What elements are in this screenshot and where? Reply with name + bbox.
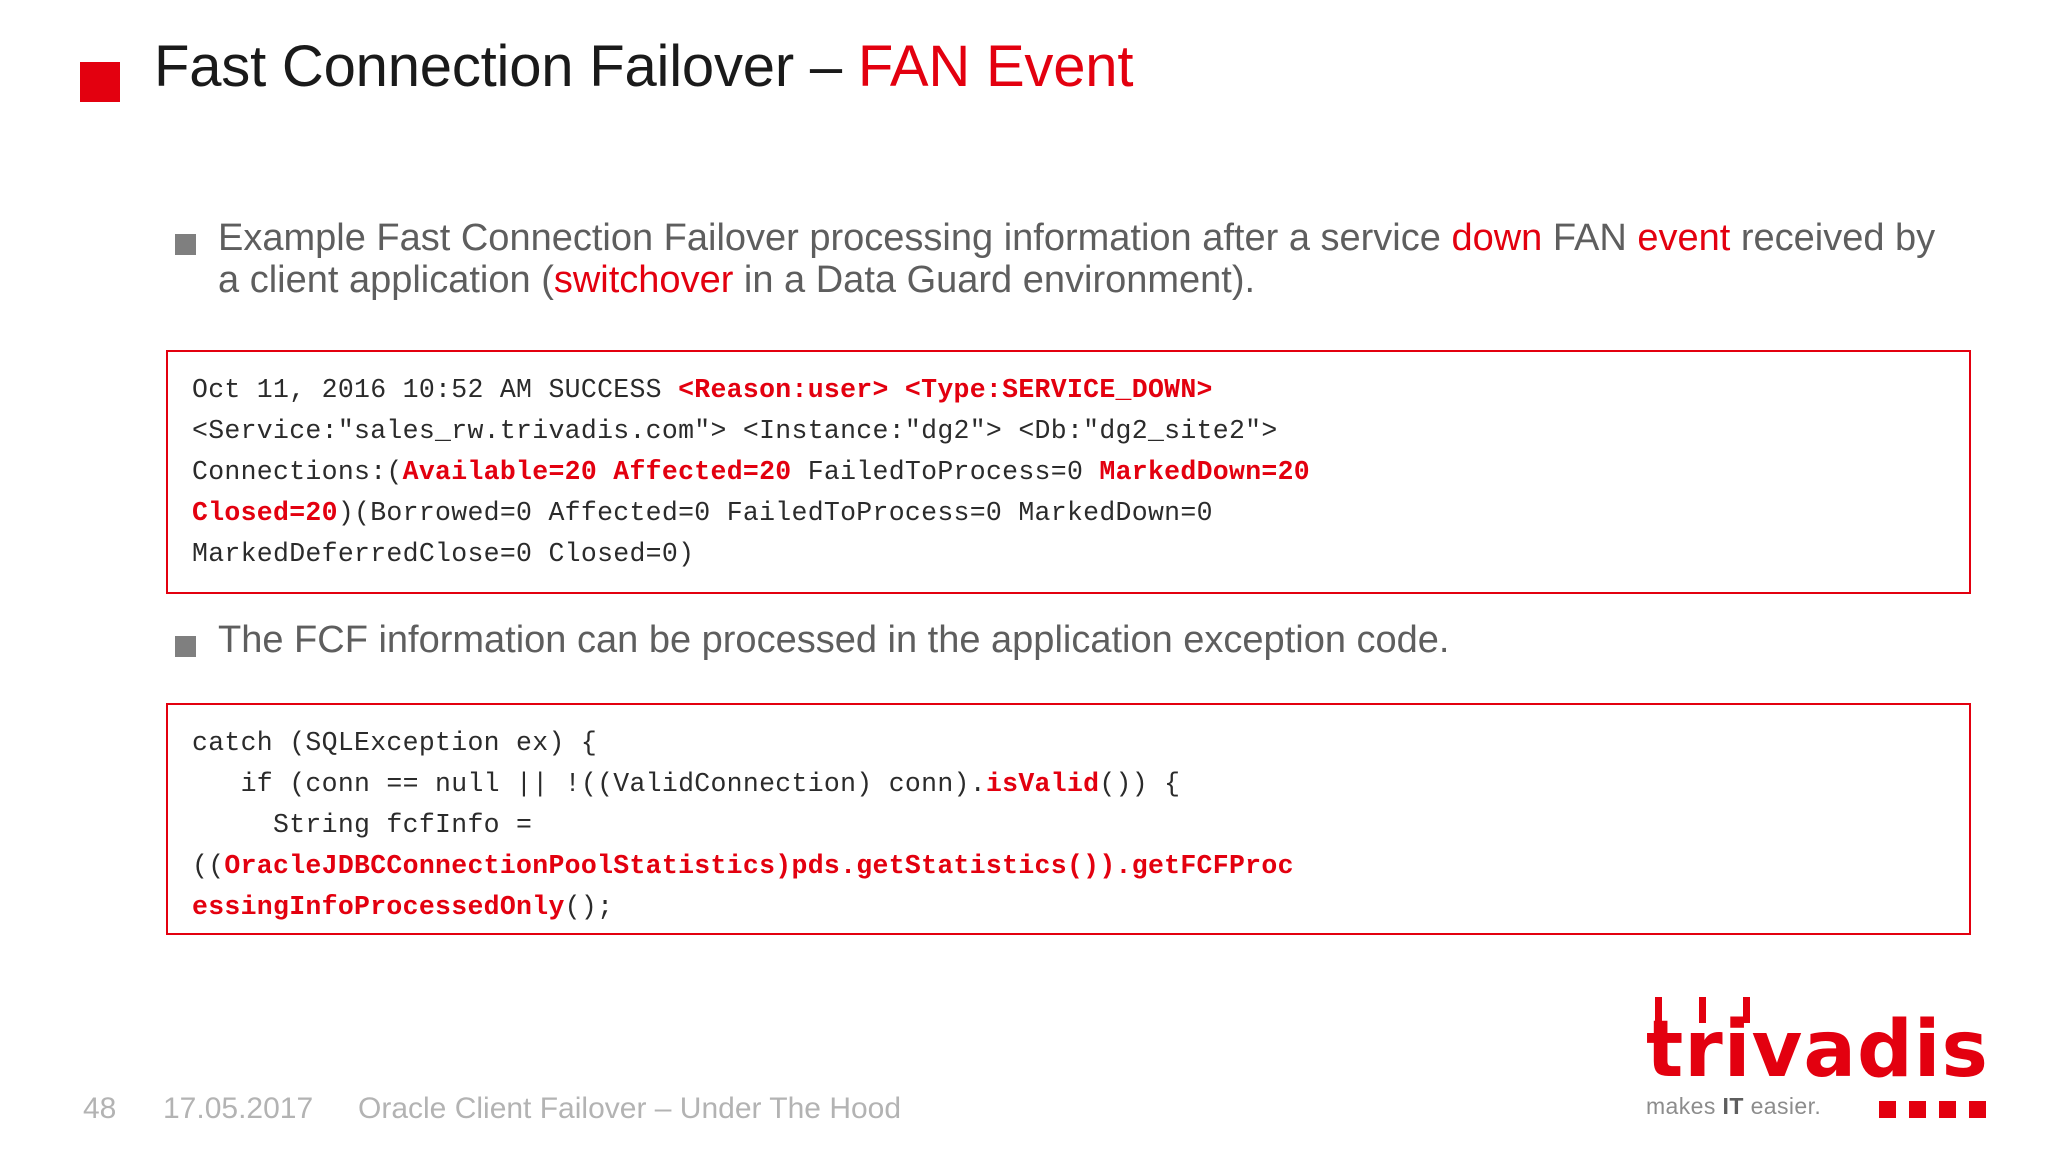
logo-tick-3 <box>1743 996 1750 1023</box>
logo-tagline-pre: makes <box>1646 1093 1723 1119</box>
title-text: Fast Connection Failover – FAN Event <box>154 38 1133 96</box>
plain-text: String fcfInfo = <box>192 810 533 840</box>
logo-tagline-bold: IT <box>1722 1093 1744 1119</box>
bullet-text-1: Example Fast Connection Failover process… <box>218 217 1965 302</box>
page-title: Fast Connection Failover – FAN Event <box>80 38 1133 102</box>
logo-tagline: makes IT easier. <box>1646 1093 1986 1120</box>
accent-text: Closed=20 <box>192 498 338 528</box>
footer-date: 17.05.2017 <box>163 1092 314 1125</box>
plain-text: FAN <box>1542 217 1638 259</box>
logo-word-text: trivadis <box>1646 1004 1989 1095</box>
accent-text: Available=20 Affected=20 <box>402 457 792 487</box>
logo-wordmark: trivadis <box>1646 996 1988 1089</box>
trivadis-logo: trivadis makes IT easier. <box>1646 996 1988 1120</box>
plain-text: (( <box>192 851 225 881</box>
bullet-text-2: The FCF information can be processed in … <box>218 619 1450 662</box>
accent-text: OracleJDBCConnectionPoolStatistics)pds.g… <box>224 851 1294 881</box>
code-line: if (conn == null || !((ValidConnection) … <box>192 764 1943 805</box>
code-line: catch (SQLException ex) { <box>192 723 1943 764</box>
code-line: String fcfInfo = <box>192 805 1943 846</box>
bullet-item-2: The FCF information can be processed in … <box>175 619 1965 662</box>
plain-text: if (conn == null || !((ValidConnection) … <box>192 769 986 799</box>
code-line: Closed=20)(Borrowed=0 Affected=0 FailedT… <box>192 493 1943 534</box>
accent-text: down <box>1451 217 1543 259</box>
logo-tagline-post: easier. <box>1743 1093 1822 1119</box>
logo-tick-2 <box>1699 996 1706 1023</box>
plain-text: <Service:"sales_rw.trivadis.com"> <Insta… <box>192 416 1278 446</box>
code-line: ((OracleJDBCConnectionPoolStatistics)pds… <box>192 846 1943 887</box>
accent-text: MarkedDown=20 <box>1099 457 1311 487</box>
logo-dot <box>1879 1101 1896 1118</box>
plain-text: ()) { <box>1099 769 1181 799</box>
title-main: Fast Connection Failover – <box>154 34 858 99</box>
code-line: essingInfoProcessedOnly(); <box>192 887 1943 928</box>
plain-text: )(Borrowed=0 Affected=0 FailedToProcess=… <box>337 498 1213 528</box>
footer-deck-title: Oracle Client Failover – Under The Hood <box>358 1092 902 1125</box>
accent-text: <Reason:user> <Type:SERVICE_DOWN> <box>678 375 1213 405</box>
plain-text: The FCF information can be processed in … <box>218 619 1450 661</box>
code-line: MarkedDeferredClose=0 Closed=0) <box>192 534 1943 575</box>
plain-text: received by a client application ( <box>218 217 1936 301</box>
accent-text: switchover <box>553 258 734 301</box>
logo-dot <box>1939 1101 1956 1118</box>
logo-tick-1 <box>1655 996 1662 1023</box>
accent-text: isValid <box>985 769 1100 799</box>
plain-text: MarkedDeferredClose=0 Closed=0) <box>192 539 695 569</box>
accent-text: essingInfoProcessedOnly <box>192 892 565 922</box>
plain-text: (); <box>564 892 614 922</box>
plain-text: in a Data Guard environment). <box>733 258 1256 301</box>
logo-dots <box>1879 1101 1986 1118</box>
bullet-item-1: Example Fast Connection Failover process… <box>175 217 1965 302</box>
accent-text: event <box>1637 217 1731 259</box>
bullet-square-icon <box>175 636 196 657</box>
logo-dot <box>1909 1101 1926 1118</box>
bullet-square-icon <box>175 234 196 255</box>
logo-dot <box>1969 1101 1986 1118</box>
exception-handler-code-box: catch (SQLException ex) { if (conn == nu… <box>166 703 1971 935</box>
fan-event-log-box: Oct 11, 2016 10:52 AM SUCCESS <Reason:us… <box>166 350 1971 594</box>
slide-footer: 48 17.05.2017 Oracle Client Failover – U… <box>83 1092 901 1126</box>
title-accent: FAN Event <box>857 34 1134 99</box>
code-line: <Service:"sales_rw.trivadis.com"> <Insta… <box>192 411 1943 452</box>
title-marker-square <box>80 62 120 102</box>
plain-text: Connections:( <box>192 457 403 487</box>
footer-page-number: 48 <box>83 1092 117 1125</box>
plain-text: Oct 11, 2016 10:52 AM SUCCESS <box>192 375 679 405</box>
code-line: Oct 11, 2016 10:52 AM SUCCESS <Reason:us… <box>192 370 1943 411</box>
plain-text: Example Fast Connection Failover process… <box>218 217 1452 259</box>
plain-text: FailedToProcess=0 <box>791 457 1100 487</box>
plain-text: catch (SQLException ex) { <box>192 728 598 758</box>
code-line: Connections:(Available=20 Affected=20 Fa… <box>192 452 1943 493</box>
